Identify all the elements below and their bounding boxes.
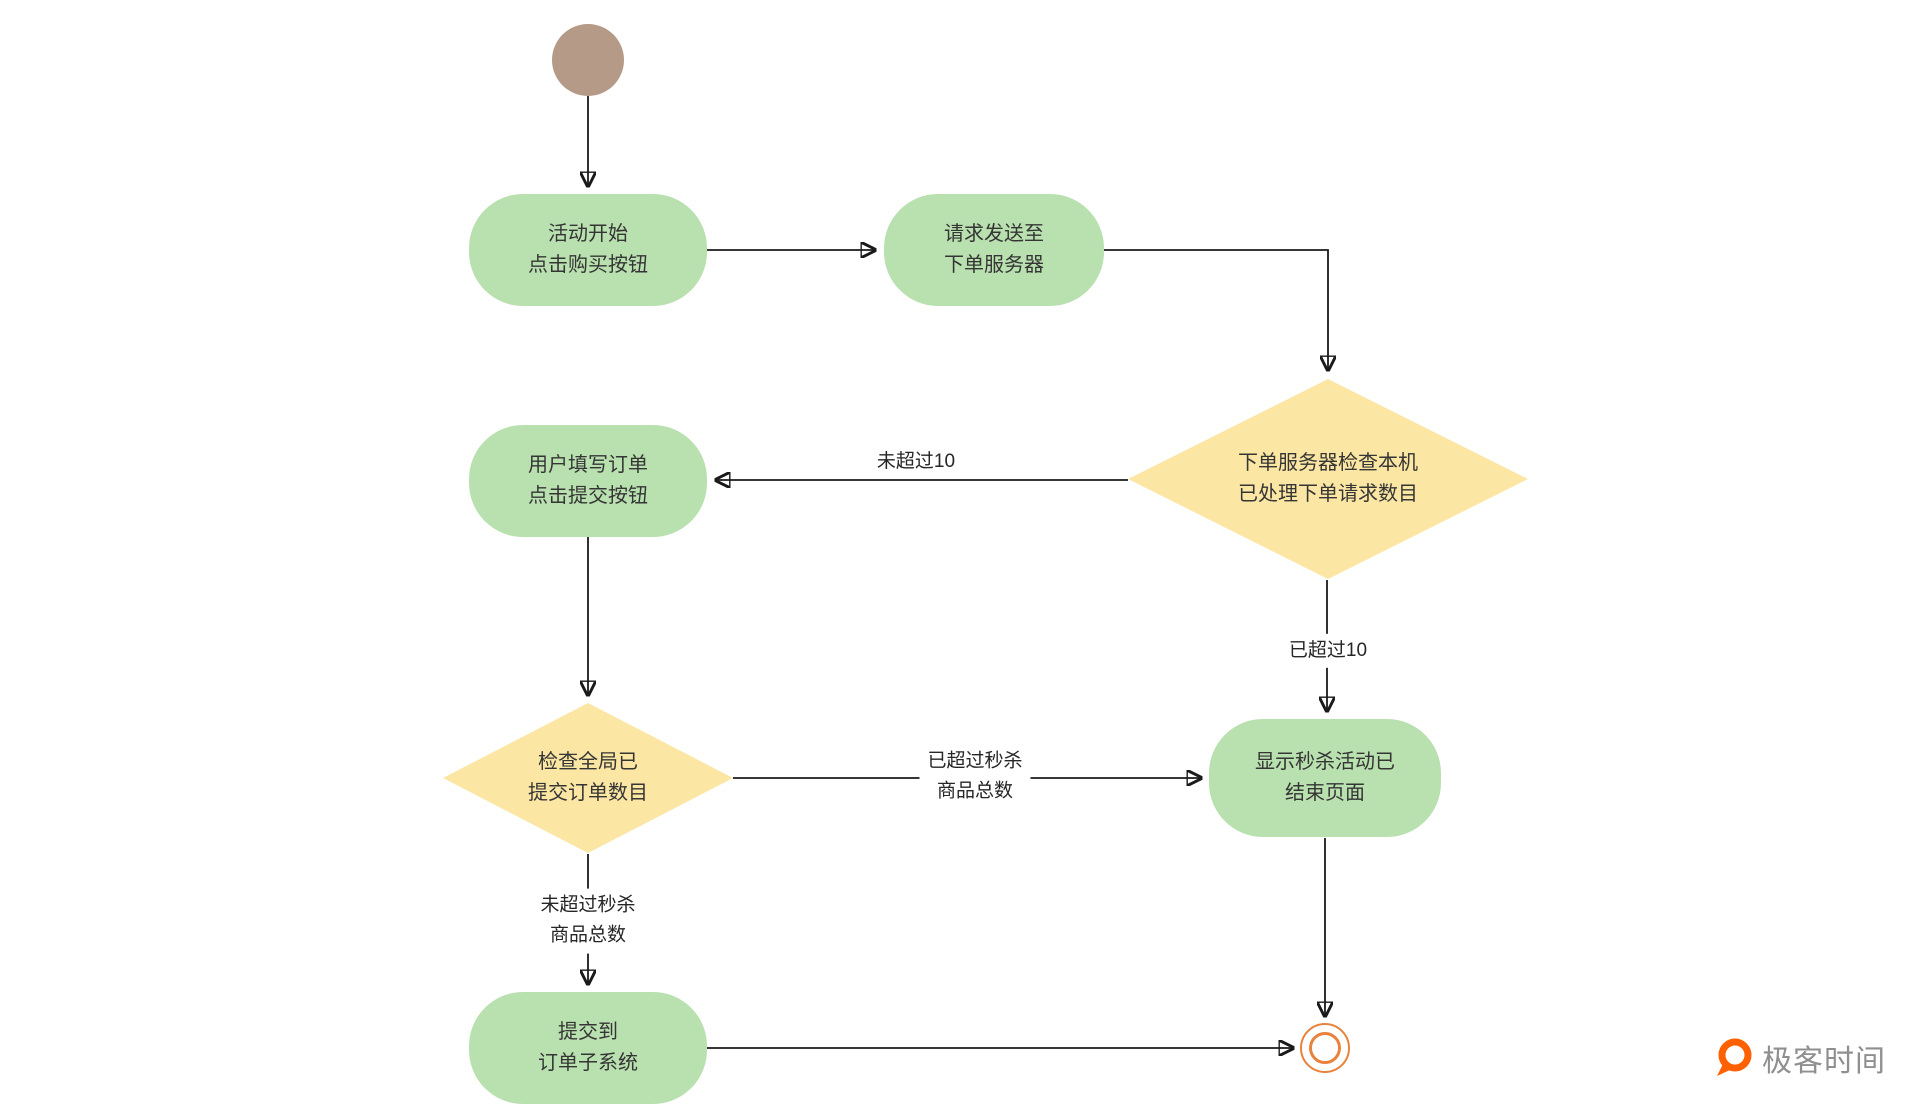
- node-activity-start: 活动开始 点击购买按钮: [469, 194, 707, 306]
- brand-name: 极客时间: [1762, 1045, 1886, 1078]
- node-show-end-page: 显示秒杀活动已 结束页面: [1209, 719, 1441, 837]
- edge-label-not-over-total: 未超过秒杀 商品总数: [532, 888, 644, 954]
- start-node: [552, 24, 624, 96]
- node-show-end-page-label: 显示秒杀活动已 结束页面: [1255, 751, 1395, 804]
- end-node: [1300, 1023, 1350, 1073]
- node-fill-order: 用户填写订单 点击提交按钮: [469, 425, 707, 537]
- node-check-local-count: 下单服务器检查本机 已处理下单请求数目: [1128, 379, 1528, 579]
- edge-label-not-over-10: 未超过10: [868, 444, 964, 480]
- node-check-local-count-label: 下单服务器检查本机 已处理下单请求数目: [1238, 452, 1418, 505]
- node-submit-subsystem: 提交到 订单子系统: [469, 992, 707, 1104]
- node-send-request: 请求发送至 下单服务器: [884, 194, 1104, 306]
- geektime-logo-icon: [1717, 1038, 1752, 1076]
- node-activity-start-label: 活动开始 点击购买按钮: [528, 223, 648, 276]
- node-submit-subsystem-label: 提交到 订单子系统: [538, 1021, 638, 1074]
- node-fill-order-label: 用户填写订单 点击提交按钮: [528, 454, 648, 507]
- brand-watermark: 极客时间: [1712, 1036, 1886, 1080]
- node-send-request-label: 请求发送至 下单服务器: [944, 223, 1044, 276]
- node-check-global-count-label: 检查全局已 提交订单数目: [528, 751, 648, 804]
- node-check-global-count: 检查全局已 提交订单数目: [443, 703, 733, 853]
- edge-request-to-checklocal: [1104, 249, 1328, 370]
- edge-label-over-10: 已超过10: [1280, 633, 1376, 669]
- edge-label-over-total: 已超过秒杀 商品总数: [919, 744, 1031, 810]
- end-node-inner-ring: [1309, 1032, 1341, 1064]
